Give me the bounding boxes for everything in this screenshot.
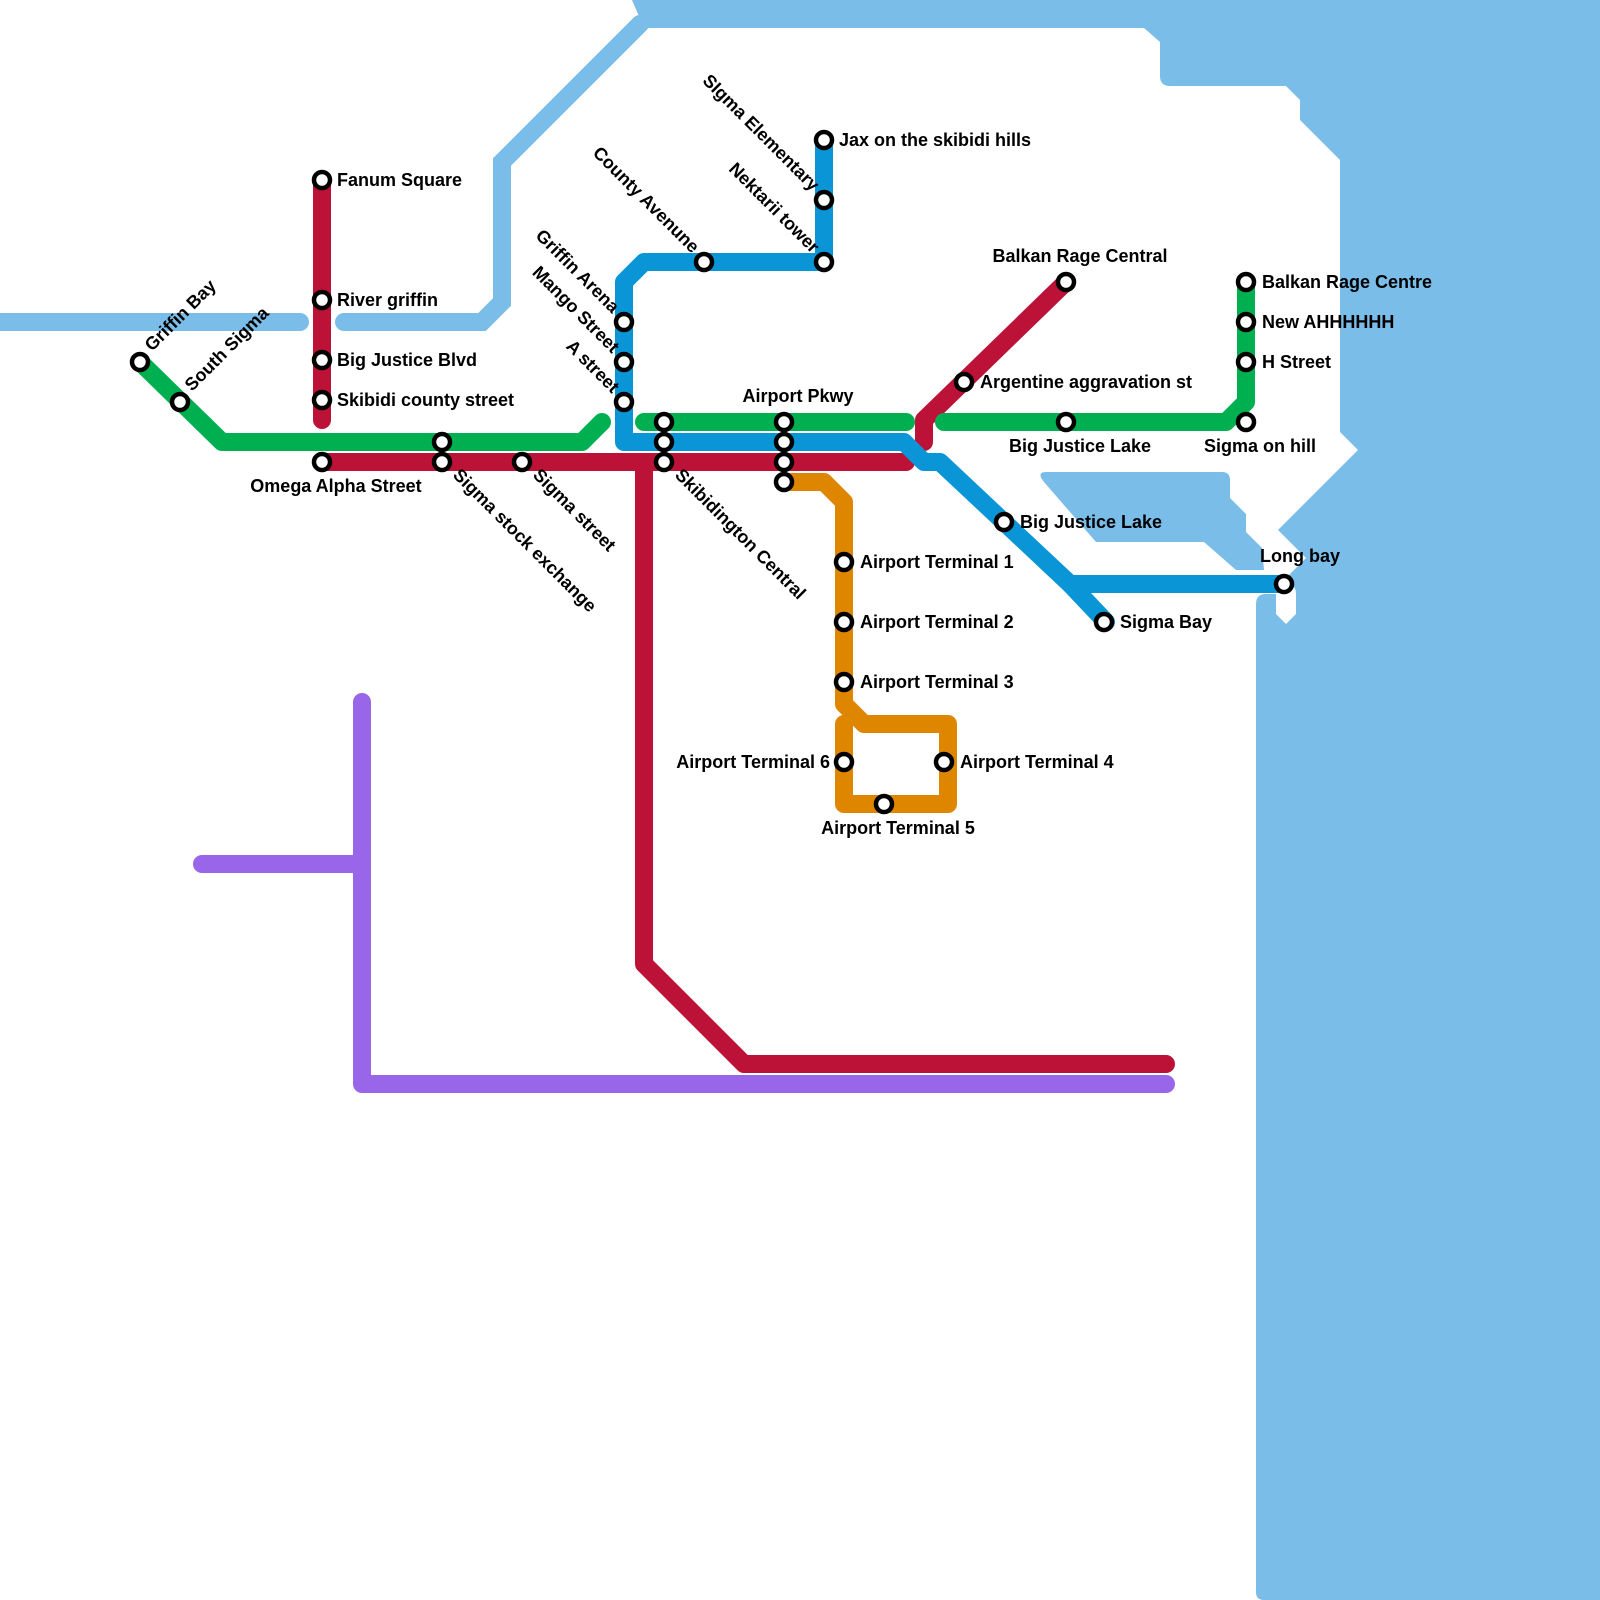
- station-marker-south-sigma[interactable]: [169, 391, 191, 413]
- station-label-county-avenue: County Avenune: [589, 143, 703, 257]
- station-label-sigma-bay: Sigma Bay: [1120, 612, 1212, 632]
- station-label-airport-terminal-4: Airport Terminal 4: [960, 752, 1114, 772]
- station-marker-sigma-bay[interactable]: [1093, 611, 1115, 633]
- station-label-sigma-elementary: SIgma Elementary: [699, 70, 824, 195]
- station-marker-airport-terminal-1[interactable]: [833, 551, 855, 573]
- station-label-fanum-square: Fanum Square: [337, 170, 462, 190]
- station-label-big-justice-lake-blue: Big Justice Lake: [1020, 512, 1162, 532]
- station-label-balkan-rage-central: Balkan Rage Central: [992, 246, 1167, 266]
- station-label-river-griffin: River griffin: [337, 290, 438, 310]
- river-upper: [335, 15, 649, 331]
- station-label-airport-terminal-6: Airport Terminal 6: [676, 752, 830, 772]
- station-marker-big-justice-lake-blue[interactable]: [993, 511, 1015, 533]
- station-label-big-justice-lake-green: Big Justice Lake: [1009, 436, 1151, 456]
- station-marker-airport-terminal-4[interactable]: [933, 751, 955, 773]
- station-marker-a-street[interactable]: [613, 391, 635, 413]
- station-label-new-ahhhhhh: New AHHHHHH: [1262, 312, 1394, 332]
- station-label-airport-terminal-1: Airport Terminal 1: [860, 552, 1014, 572]
- station-marker-airport-pkwy[interactable]: [773, 411, 795, 433]
- station-marker-skibidi-county-street[interactable]: [311, 389, 333, 411]
- route-purple[interactable]: [353, 693, 1175, 1093]
- station-label-airport-pkwy: Airport Pkwy: [742, 386, 853, 406]
- station-label-h-street: H Street: [1262, 352, 1331, 372]
- station-marker-big-justice-blvd[interactable]: [311, 349, 333, 371]
- station-label-long-bay: Long bay: [1260, 546, 1340, 566]
- station-marker-h-street[interactable]: [1235, 351, 1257, 373]
- station-label-skibidi-county-street: Skibidi county street: [337, 390, 514, 410]
- route-red-south[interactable]: [635, 453, 1175, 1073]
- station-marker[interactable]: [773, 451, 795, 473]
- station-label-airport-terminal-5: Airport Terminal 5: [821, 818, 975, 838]
- station-marker-airport-terminal-2[interactable]: [833, 611, 855, 633]
- station-marker-balkan-rage-centre[interactable]: [1235, 271, 1257, 293]
- station-label-balkan-rage-centre: Balkan Rage Centre: [1262, 272, 1432, 292]
- station-marker-jax-hills[interactable]: [813, 129, 835, 151]
- station-marker-fanum-square[interactable]: [311, 169, 333, 191]
- station-marker-big-justice-lake-green[interactable]: [1055, 411, 1077, 433]
- big-justice-lake-water: [1040, 472, 1264, 570]
- station-marker-nektarii-tower[interactable]: [813, 251, 835, 273]
- station-marker-airport-terminal-3[interactable]: [833, 671, 855, 693]
- station-marker-omega-alpha-street[interactable]: [311, 451, 333, 473]
- station-label-jax-hills: Jax on the skibidi hills: [839, 130, 1031, 150]
- station-marker-airport-terminal-6[interactable]: [833, 751, 855, 773]
- station-marker-river-griffin[interactable]: [311, 289, 333, 311]
- station-marker-sigma-stock-exchange[interactable]: [431, 451, 453, 473]
- station-label-argentine-aggravation: Argentine aggravation st: [980, 372, 1192, 392]
- station-marker-sigma-street[interactable]: [511, 451, 533, 473]
- sea-east: [632, 0, 1600, 1600]
- station-marker-balkan-rage-central[interactable]: [1055, 271, 1077, 293]
- station-label-omega-alpha-street: Omega Alpha Street: [250, 476, 421, 496]
- station-label-airport-terminal-3: Airport Terminal 3: [860, 672, 1014, 692]
- route-red-northeast[interactable]: [915, 273, 1075, 451]
- routes: [131, 131, 1293, 1093]
- station-marker-long-bay[interactable]: [1273, 573, 1295, 595]
- station-marker-sigma-on-hill[interactable]: [1235, 411, 1257, 433]
- station-marker-mango-street[interactable]: [613, 351, 635, 373]
- route-green-east[interactable]: [935, 273, 1255, 431]
- station-label-sigma-on-hill: Sigma on hill: [1204, 436, 1316, 456]
- station-marker[interactable]: [431, 431, 453, 453]
- station-marker[interactable]: [773, 471, 795, 493]
- station-marker-griffin-arena[interactable]: [613, 311, 635, 333]
- station-marker[interactable]: [773, 431, 795, 453]
- station-marker-sigma-elementary[interactable]: [813, 189, 835, 211]
- station-label-big-justice-blvd: Big Justice Blvd: [337, 350, 477, 370]
- station-label-sigma-stock-exchange: Sigma stock exchange: [449, 465, 600, 616]
- station-marker-new-ahhhhhh[interactable]: [1235, 311, 1257, 333]
- station-marker[interactable]: [653, 431, 675, 453]
- station-label-sigma-street: Sigma street: [529, 465, 620, 556]
- station-marker-argentine-aggravation[interactable]: [953, 371, 975, 393]
- station-marker-skibidington-central[interactable]: [653, 451, 675, 473]
- station-marker-griffin-bay[interactable]: [129, 351, 151, 373]
- station-label-airport-terminal-2: Airport Terminal 2: [860, 612, 1014, 632]
- station-marker-county-avenue[interactable]: [693, 251, 715, 273]
- station-marker[interactable]: [653, 411, 675, 433]
- station-marker-airport-terminal-5[interactable]: [873, 793, 895, 815]
